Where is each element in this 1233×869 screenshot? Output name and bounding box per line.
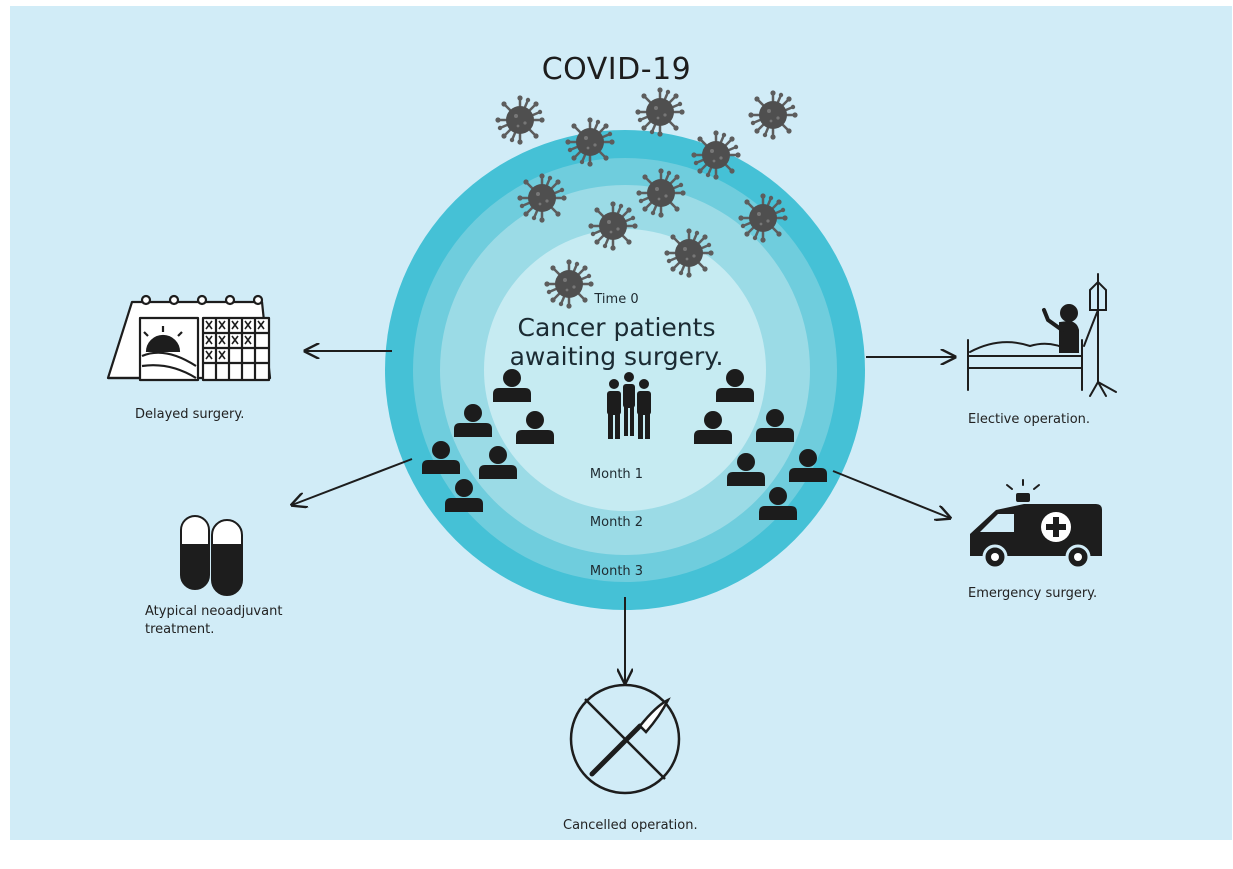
center-title-line-2: awaiting surgery.: [509, 342, 724, 371]
calendar-icon: [106, 294, 272, 382]
virus-icon: [516, 172, 568, 224]
neoadjuvant-label-line-1: Atypical neoadjuvant: [145, 604, 283, 619]
month-2-label: Month 2: [589, 515, 644, 530]
center-title-line-1: Cancer patients: [517, 313, 716, 342]
capsule-icon: [180, 515, 243, 596]
month-1-label: Month 1: [589, 467, 644, 482]
elective-operation-label: Elective operation.: [968, 412, 1091, 427]
ambulance-icon: [970, 479, 1102, 570]
virus-icon: [634, 86, 686, 138]
virus-icon: [747, 89, 799, 141]
cancelled-operation-label: Cancelled operation.: [563, 818, 698, 833]
virus-icon: [494, 94, 546, 146]
diagram-title: COVID-19: [541, 52, 692, 87]
delayed-surgery-label: Delayed surgery.: [135, 407, 245, 422]
virus-icon: [737, 192, 789, 244]
neoadjuvant-label-line-2: treatment.: [145, 622, 215, 637]
arrow-emergency: [832, 470, 950, 518]
emergency-surgery-label: Emergency surgery.: [968, 586, 1098, 601]
cancelled-scalpel-icon: [569, 683, 681, 795]
virus-icon: [690, 129, 742, 181]
virus-icon: [663, 227, 715, 279]
virus-icon: [635, 167, 687, 219]
outcome-arrows: [292, 351, 955, 683]
hospital-bed-icon: [967, 273, 1117, 397]
virus-icon: [587, 200, 639, 252]
patient-group-icon: [607, 372, 651, 439]
virus-icon: [564, 116, 616, 168]
month-3-label: Month 3: [589, 564, 644, 579]
arrow-neoadjuvant: [292, 458, 413, 505]
time-0-label: Time 0: [594, 292, 639, 307]
